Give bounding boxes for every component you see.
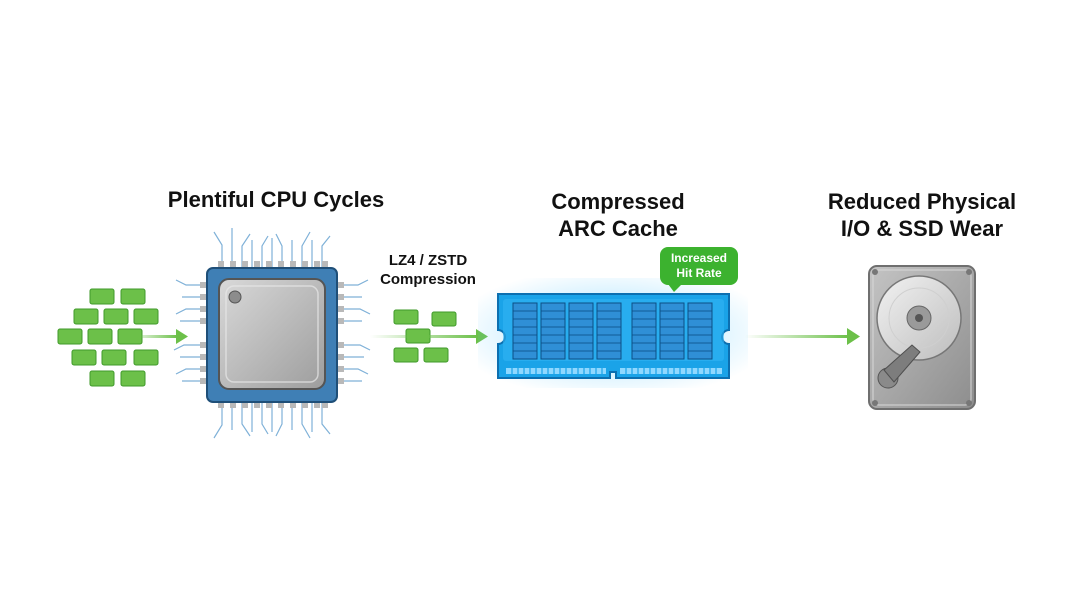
data-block-icon [89,370,115,387]
arrow-right-icon [128,329,188,344]
hard-disk-icon [868,265,976,410]
data-block-icon [133,308,159,325]
cache-title: Compressed ARC Cache [520,188,716,242]
disk-title-line1: Reduced Physical [827,189,1017,214]
disk-title-line2: I/O & SSD Wear [840,216,1004,241]
data-block-icon [431,311,457,327]
data-block-icon [73,308,99,325]
cache-title-line2: ARC Cache [558,216,678,241]
hit-rate-badge-line2: Hit Rate [676,266,722,280]
data-block-icon [133,349,159,366]
disk-title: Reduced Physical I/O & SSD Wear [802,188,1042,242]
data-block-icon [393,309,419,325]
data-block-icon [57,328,83,345]
data-block-icon [101,349,127,366]
data-block-icon [393,347,419,363]
incoming-data-blocks [57,288,159,387]
hit-rate-badge: Increased Hit Rate [660,247,738,292]
data-block-icon [120,288,146,305]
data-block-icon [87,328,113,345]
data-block-icon [120,370,146,387]
hit-rate-badge-line1: Increased [670,251,728,265]
compression-label-line2: Compression [380,271,476,288]
data-block-icon [103,308,129,325]
data-block-icon [89,288,115,305]
cpu-title: Plentiful CPU Cycles [167,187,385,212]
arrow-right-icon [745,328,860,345]
compression-label: LZ4 / ZSTD Compression [360,251,496,289]
compression-label-line1: LZ4 / ZSTD [388,252,468,269]
data-block-icon [71,349,97,366]
cpu-chip-icon [173,228,371,439]
data-block-icon [423,347,449,363]
cache-title-line1: Compressed [551,189,685,214]
memory-module-icon [478,278,748,388]
